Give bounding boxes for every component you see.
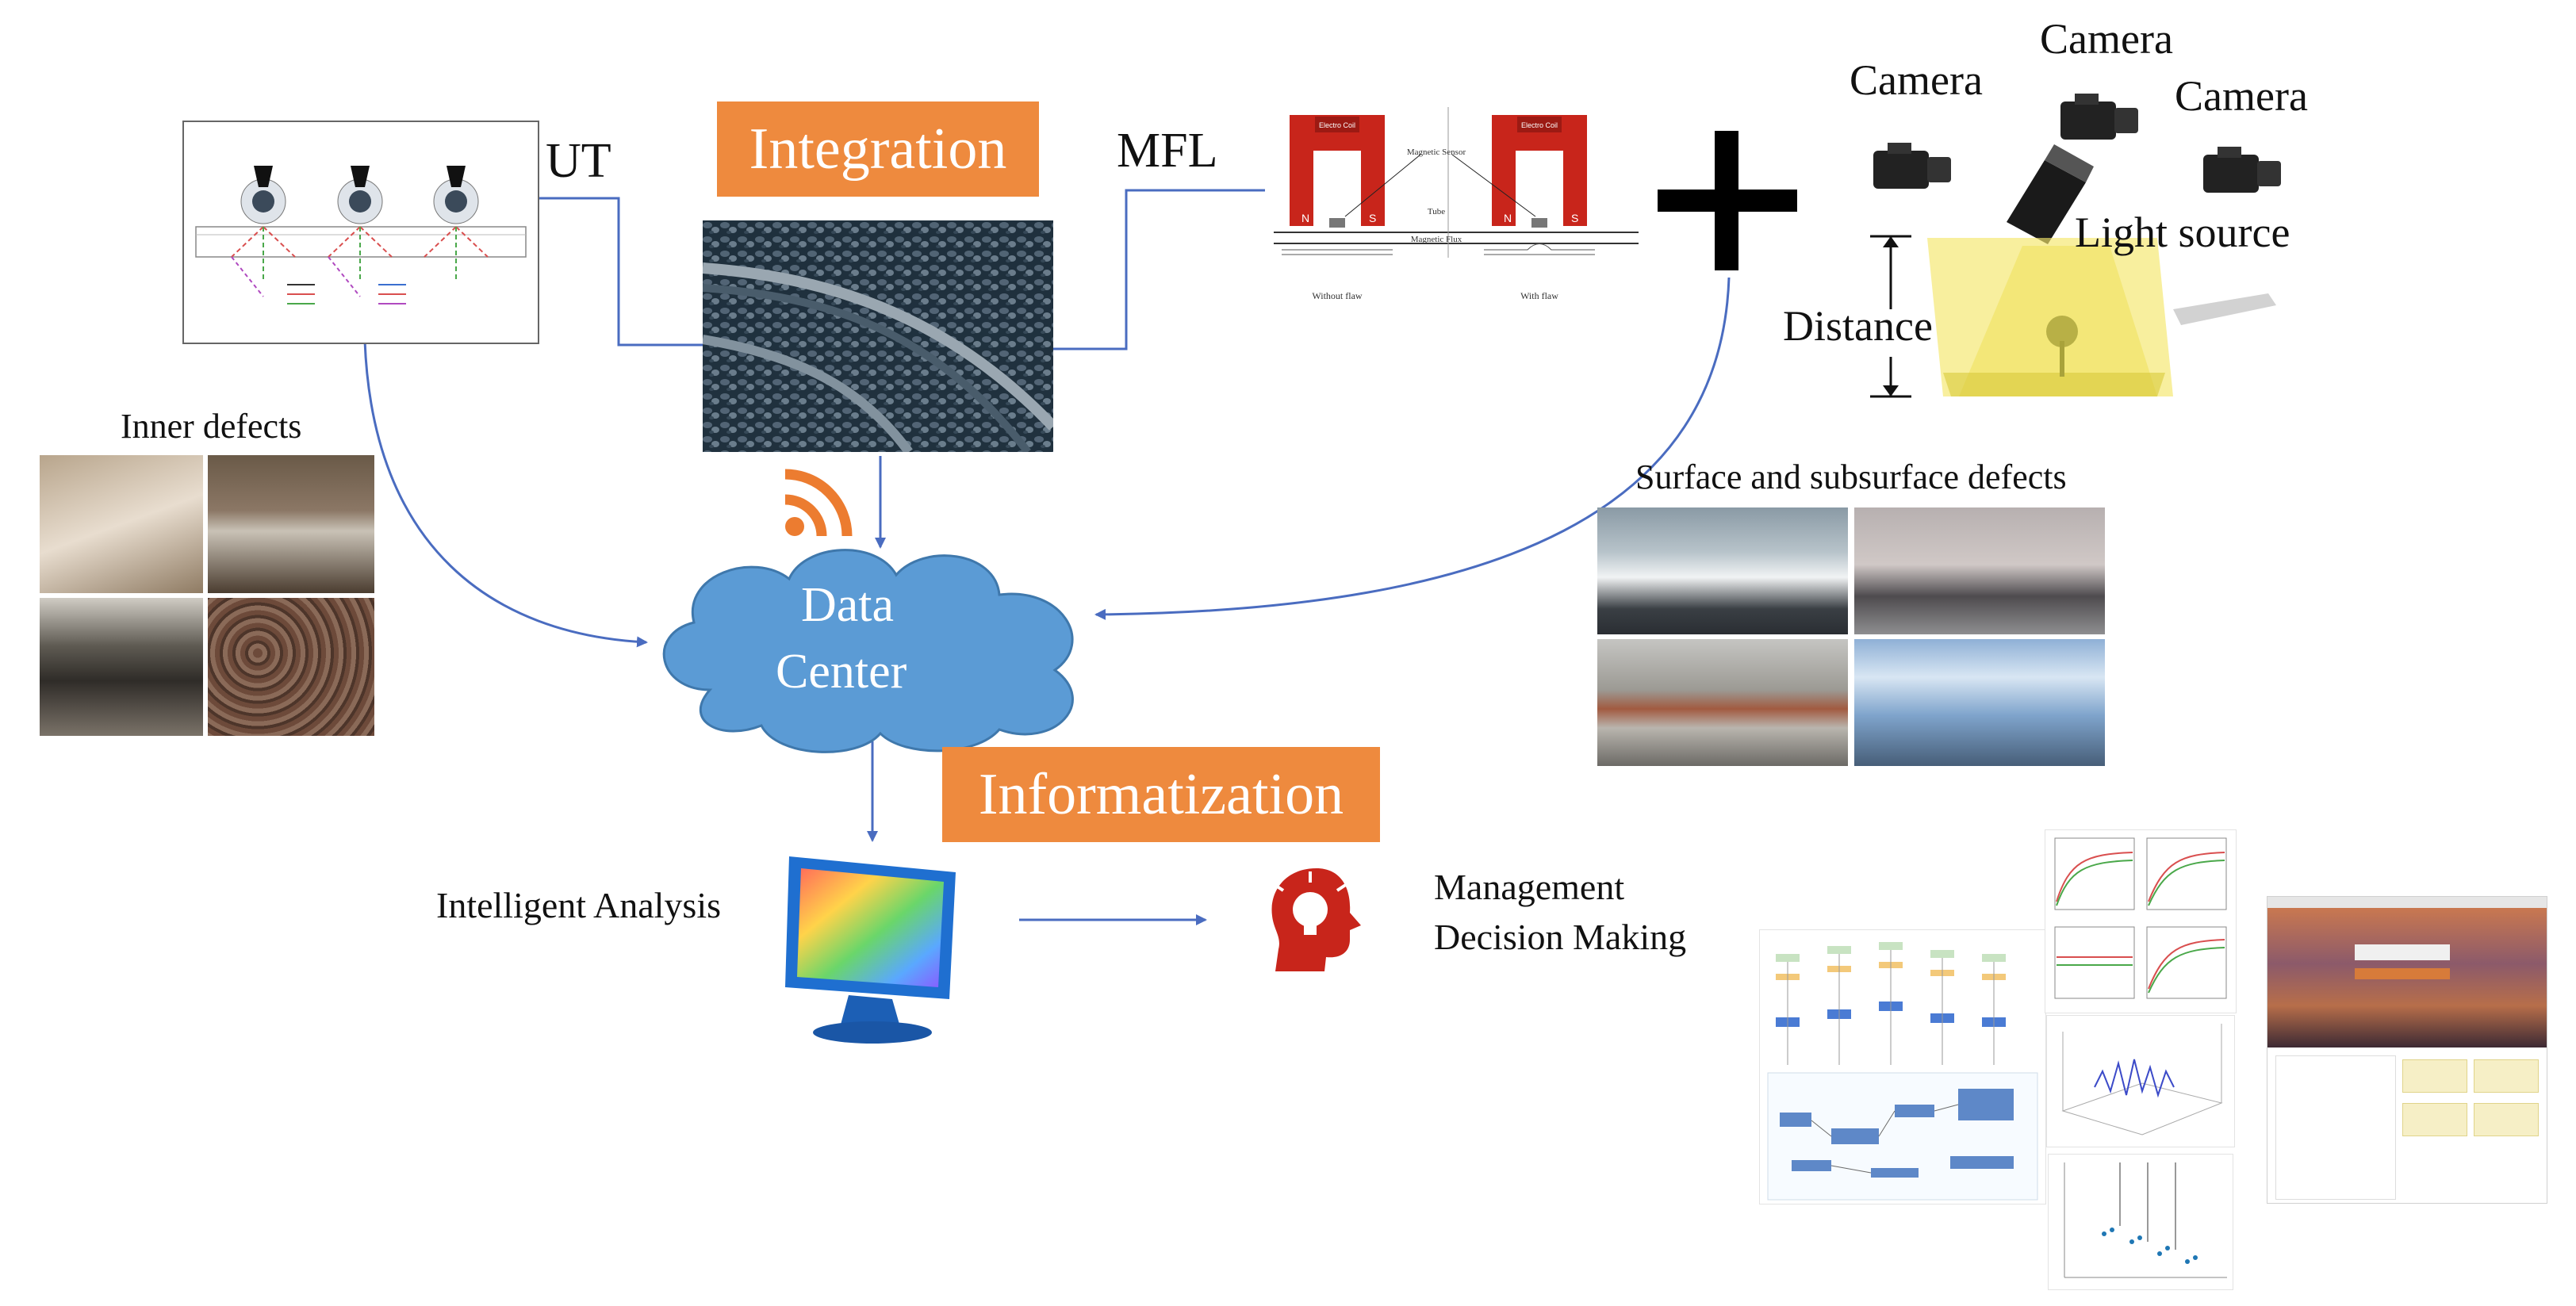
distance-label: Distance [1783, 302, 1933, 350]
plus-icon [1658, 131, 1797, 270]
magnetic-flux-label: Magnetic Flux [1411, 235, 1462, 244]
inner-defect-photo-2 [208, 455, 374, 593]
ut-label: UT [546, 134, 611, 188]
svg-text:S: S [1571, 212, 1578, 224]
camera-label-2: Camera [2040, 15, 2173, 63]
rail-track-photo [703, 220, 1053, 452]
mfl-figure: Electro Coil N S Electro Coil N S Magnet… [1266, 107, 1646, 313]
surface-defect-photo-4 [1854, 639, 2105, 766]
inner-defect-photo-3 [40, 598, 203, 736]
with-flaw-label: With flaw [1520, 290, 1558, 301]
integration-banner: Integration [717, 101, 1039, 197]
desktop-app-screenshot [2267, 896, 2547, 1204]
inner-defect-photo-1 [40, 455, 203, 593]
tube-label: Tube [1428, 207, 1445, 216]
line-charts-screenshot [2045, 829, 2237, 1013]
informatization-label: Informatization [978, 761, 1344, 827]
camera-label-3: Camera [2175, 72, 2308, 120]
ut-inspection-figure [182, 121, 539, 344]
informatization-banner: Informatization [942, 747, 1380, 842]
magnetic-sensor-label: Magnetic Sensor [1407, 147, 1466, 157]
inner-defects-label: Inner defects [121, 407, 302, 446]
surface-defect-photo-2 [1854, 507, 2105, 634]
coil-label-right: Electro Coil [1521, 121, 1558, 129]
camera-icon [2203, 147, 2281, 193]
wireless-signal-icon [784, 469, 853, 537]
management-label-line1: Management [1434, 867, 1625, 907]
flowchart-screenshot [1759, 929, 2046, 1205]
integration-label: Integration [749, 116, 1007, 182]
coil-label-left: Electro Coil [1319, 121, 1355, 129]
head-lightbulb-icon [1271, 868, 1361, 971]
svg-text:S: S [1369, 212, 1376, 224]
without-flaw-label: Without flaw [1312, 290, 1363, 301]
management-label-line2: Decision Making [1434, 917, 1687, 957]
svg-text:N: N [1301, 212, 1309, 224]
mfl-label: MFL [1117, 124, 1218, 178]
camera-icon [2060, 94, 2138, 140]
monitor-icon [785, 856, 956, 1044]
mfl-connector [1047, 189, 1265, 350]
svg-text:N: N [1504, 212, 1512, 224]
intelligent-analysis-label: Intelligent Analysis [436, 885, 722, 925]
inner-defect-photo-4 [208, 598, 374, 736]
camera-icon [1873, 143, 1951, 189]
vision-system-figure [1824, 24, 2300, 412]
camera-label-1: Camera [1850, 56, 1983, 104]
data-center-cloud [662, 549, 1074, 753]
data-center-label-line1: Data [801, 578, 895, 632]
light-source-icon [2007, 144, 2094, 244]
ut-connector [539, 197, 706, 347]
ut-to-datacenter-arrow [363, 340, 648, 648]
light-source-label: Light source [2075, 209, 2290, 256]
scatter-plot-screenshot [2048, 1154, 2233, 1290]
surface-defects-label: Surface and subsurface defects [1635, 458, 2067, 496]
3d-plot-screenshot [2046, 1015, 2235, 1147]
surface-defect-photo-3 [1597, 639, 1848, 766]
surface-defects-photos [1597, 507, 2105, 766]
inner-defects-photos [40, 455, 374, 736]
surface-defect-photo-1 [1597, 507, 1848, 634]
data-center-label-line2: Center [776, 645, 907, 699]
vision-to-datacenter-arrow [1094, 277, 1731, 620]
